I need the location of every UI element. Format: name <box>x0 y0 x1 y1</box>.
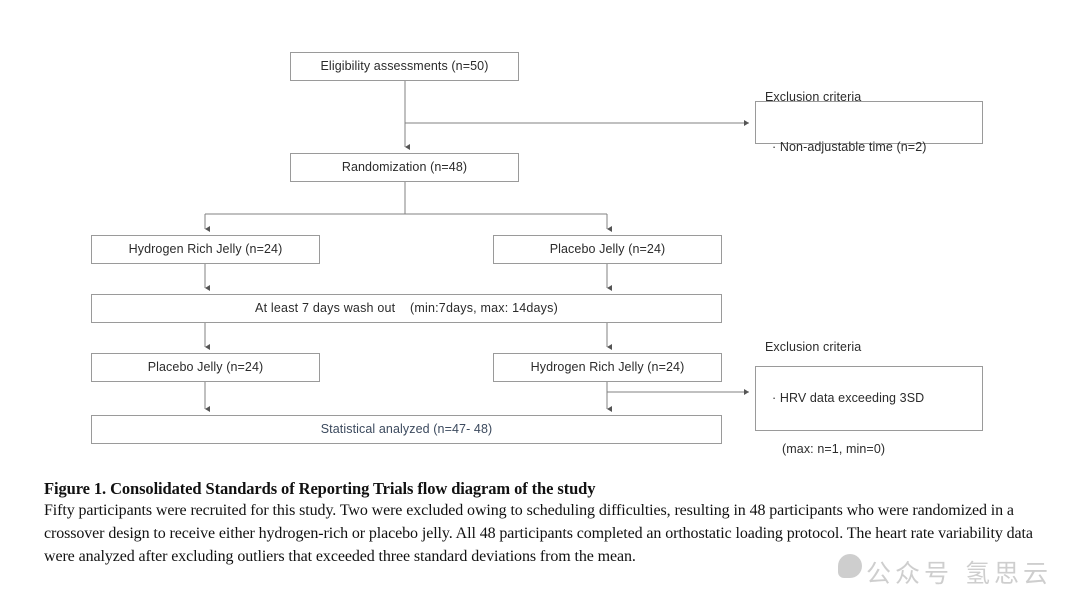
node-statistical-label: Statistical analyzed (n=47- 48) <box>320 422 493 437</box>
node-arm-b-1-label: Placebo Jelly (n=24) <box>549 242 666 257</box>
exclusion-1-text-group: Exclusion criteria · Non-adjustable time… <box>765 55 927 190</box>
exclusion-2-text-group: Exclusion criteria · HRV data exceeding … <box>765 306 924 492</box>
figure-caption-title: Figure 1. Consolidated Standards of Repo… <box>44 479 596 498</box>
node-randomization-label: Randomization (n=48) <box>341 160 468 175</box>
exclusion-1-line-1: Exclusion criteria <box>765 89 862 104</box>
node-exclusion-criteria-hrv-3sd: Exclusion criteria · HRV data exceeding … <box>755 340 983 456</box>
figure-caption: Figure 1. Consolidated Standards of Repo… <box>44 478 1058 569</box>
exclusion-2-line-2: · HRV data exceeding 3SD <box>772 391 925 406</box>
node-arm-a-1-label: Hydrogen Rich Jelly (n=24) <box>128 242 283 257</box>
node-arm-a-2-label: Placebo Jelly (n=24) <box>147 360 264 375</box>
node-period1-placebo-jelly: Placebo Jelly (n=24) <box>493 235 722 264</box>
node-washout-period: At least 7 days wash out (min:7days, max… <box>91 294 722 323</box>
figure-caption-body: Fifty participants were recruited for th… <box>44 502 1033 566</box>
node-washout-label: At least 7 days wash out (min:7days, max… <box>255 301 558 316</box>
node-period1-hydrogen-rich-jelly: Hydrogen Rich Jelly (n=24) <box>91 235 320 264</box>
connector-lines <box>204 81 749 412</box>
exclusion-2-line-1: Exclusion criteria <box>765 340 862 355</box>
node-randomization: Randomization (n=48) <box>290 153 519 182</box>
node-eligibility-label: Eligibility assessments (n=50) <box>320 59 489 74</box>
node-arm-b-2-label: Hydrogen Rich Jelly (n=24) <box>530 360 685 375</box>
node-exclusion-criteria-non-adjustable-time: Exclusion criteria · Non-adjustable time… <box>755 90 983 154</box>
node-statistical-analyzed: Statistical analyzed (n=47- 48) <box>91 415 722 444</box>
exclusion-1-line-2: · Non-adjustable time (n=2) <box>772 140 927 155</box>
node-eligibility-assessments: Eligibility assessments (n=50) <box>290 52 519 81</box>
node-period2-placebo-jelly: Placebo Jelly (n=24) <box>91 353 320 382</box>
exclusion-2-line-3: (max: n=1, min=0) <box>782 441 886 456</box>
consort-flow-diagram: Eligibility assessments (n=50) Exclusion… <box>91 52 983 456</box>
node-period2-hydrogen-rich-jelly: Hydrogen Rich Jelly (n=24) <box>493 353 722 382</box>
